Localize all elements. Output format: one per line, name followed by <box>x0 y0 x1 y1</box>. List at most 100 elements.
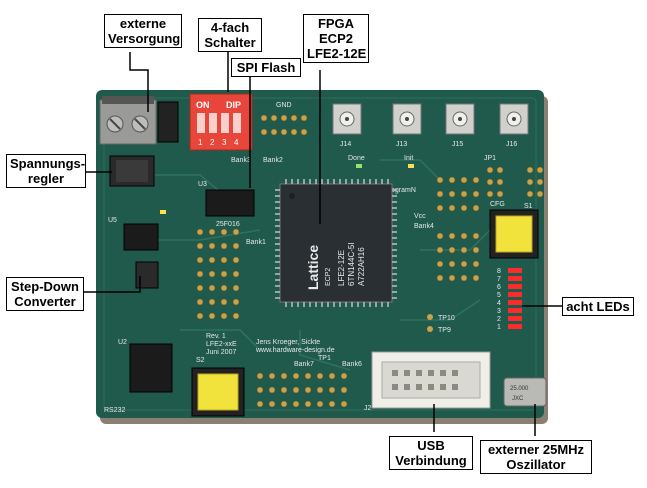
callout-line: Spannungs- <box>10 156 86 171</box>
svg-text:ECP2: ECP2 <box>325 268 332 286</box>
svg-text:25F016: 25F016 <box>216 221 240 228</box>
callout-line: regler <box>27 171 65 186</box>
callout-fpga: FPGA ECP2 LFE2-12E <box>303 14 369 63</box>
svg-text:Vcc: Vcc <box>414 213 426 220</box>
svg-text:U2: U2 <box>118 339 127 346</box>
spi-flash-chip: 25F016 <box>205 189 255 228</box>
svg-text:6: 6 <box>497 284 501 291</box>
svg-text:Bank3: Bank3 <box>231 157 251 164</box>
svg-text:DIP: DIP <box>226 100 241 110</box>
callout-line: externe <box>119 16 167 31</box>
svg-text:7: 7 <box>497 276 501 283</box>
svg-text:U5: U5 <box>108 217 117 224</box>
usb-connector <box>371 351 491 409</box>
svg-text:3: 3 <box>222 138 227 147</box>
svg-text:J16: J16 <box>506 141 517 148</box>
svg-text:8: 8 <box>497 268 501 275</box>
svg-text:www.hardware-design.de: www.hardware-design.de <box>255 347 335 354</box>
svg-text:S1: S1 <box>524 203 533 210</box>
power-jumper <box>157 101 179 143</box>
svg-text:J13: J13 <box>396 141 407 148</box>
svg-text:4: 4 <box>497 300 501 307</box>
svg-text:A722AH16: A722AH16 <box>357 247 366 286</box>
dip-switch: ON DIP 1 2 3 4 <box>189 93 253 151</box>
svg-text:S2: S2 <box>196 357 205 364</box>
svg-text:5: 5 <box>497 292 501 299</box>
step-down-chip <box>123 223 159 289</box>
svg-text:Bank2: Bank2 <box>263 157 283 164</box>
svg-text:Bank4: Bank4 <box>414 223 434 230</box>
svg-text:1: 1 <box>497 324 501 331</box>
svg-text:1: 1 <box>198 138 203 147</box>
callout-leds: acht LEDs <box>562 297 634 316</box>
voltage-regulator <box>109 155 155 187</box>
svg-text:TP9: TP9 <box>438 327 451 334</box>
svg-text:U3: U3 <box>198 181 207 188</box>
callout-oscillator: externer 25MHz Oszillator <box>480 440 592 474</box>
svg-text:J14: J14 <box>340 141 351 148</box>
svg-text:4: 4 <box>234 138 239 147</box>
right-pin-headers <box>436 176 480 282</box>
svg-text:3: 3 <box>497 308 501 315</box>
power-led <box>160 210 166 214</box>
callout-line: Step-Down <box>11 279 79 294</box>
callout-line: Converter <box>14 294 76 309</box>
header-pins-top <box>260 114 308 136</box>
oscillator-crystal: 25.000 JXC <box>503 377 547 407</box>
svg-text:JXC: JXC <box>512 396 524 402</box>
svg-text:Jens Kroeger, Sickte: Jens Kroeger, Sickte <box>256 339 320 346</box>
svg-text:J15: J15 <box>452 141 463 148</box>
callout-dip-switch: 4-fach Schalter <box>198 18 262 52</box>
svg-text:CFG: CFG <box>490 201 505 208</box>
led-bar <box>508 268 522 329</box>
svg-text:RS232: RS232 <box>104 407 126 414</box>
callout-line: Versorgung <box>108 31 181 46</box>
svg-text:6TN144C-5I: 6TN144C-5I <box>347 242 356 286</box>
svg-text:Bank6: Bank6 <box>342 361 362 368</box>
pushbutton-s1 <box>489 209 539 259</box>
svg-text:GND: GND <box>276 102 292 109</box>
callout-line: USB <box>417 438 445 453</box>
sma-connectors <box>332 103 529 135</box>
done-led <box>356 164 362 168</box>
callout-line: ECP2 <box>319 31 353 46</box>
callout-line: externer 25MHz <box>487 442 585 457</box>
svg-text:TP1: TP1 <box>318 355 331 362</box>
svg-text:Rev. 1: Rev. 1 <box>206 333 226 340</box>
svg-text:J2: J2 <box>364 405 372 412</box>
svg-text:Juni 2007: Juni 2007 <box>206 349 236 356</box>
callout-line: Schalter <box>204 35 256 50</box>
svg-text:ON: ON <box>196 100 210 110</box>
left-pin-headers <box>196 228 240 320</box>
callout-line: LFE2-12E <box>307 46 367 61</box>
svg-text:Bank7: Bank7 <box>294 361 314 368</box>
svg-text:LFE2-12E: LFE2-12E <box>337 250 346 286</box>
svg-text:2: 2 <box>497 316 501 323</box>
fpga-chip: Lattice ECP2 LFE2-12E 6TN144C-5I A722AH1… <box>275 179 397 307</box>
svg-text:Init: Init <box>404 155 413 162</box>
power-terminal <box>99 96 157 145</box>
svg-text:Done: Done <box>348 155 365 162</box>
init-led <box>408 164 414 168</box>
callout-external-power: externe Versorgung <box>104 14 182 48</box>
svg-text:LFE2-xxE: LFE2-xxE <box>206 341 237 348</box>
jp1-pins <box>486 166 544 198</box>
svg-text:25.000: 25.000 <box>510 386 529 392</box>
callout-line: 4-fach <box>210 20 250 35</box>
callout-spi-flash: SPI Flash <box>231 58 301 77</box>
callout-line: FPGA <box>317 16 355 31</box>
svg-text:JP1: JP1 <box>484 155 496 162</box>
rs232-chip <box>129 343 173 393</box>
callout-step-down: Step-Down Converter <box>6 277 84 311</box>
svg-text:Lattice: Lattice <box>305 245 321 290</box>
svg-text:Bank1: Bank1 <box>246 239 266 246</box>
bottom-pin-headers <box>256 372 348 408</box>
callout-usb: USB Verbindung <box>389 436 473 470</box>
pushbutton-s2 <box>191 367 245 417</box>
callout-leaders <box>82 52 562 436</box>
callout-line: Verbindung <box>395 453 467 468</box>
svg-text:ProgramN: ProgramN <box>384 187 416 194</box>
callout-line: Oszillator <box>506 457 566 472</box>
svg-text:TP10: TP10 <box>438 315 455 322</box>
